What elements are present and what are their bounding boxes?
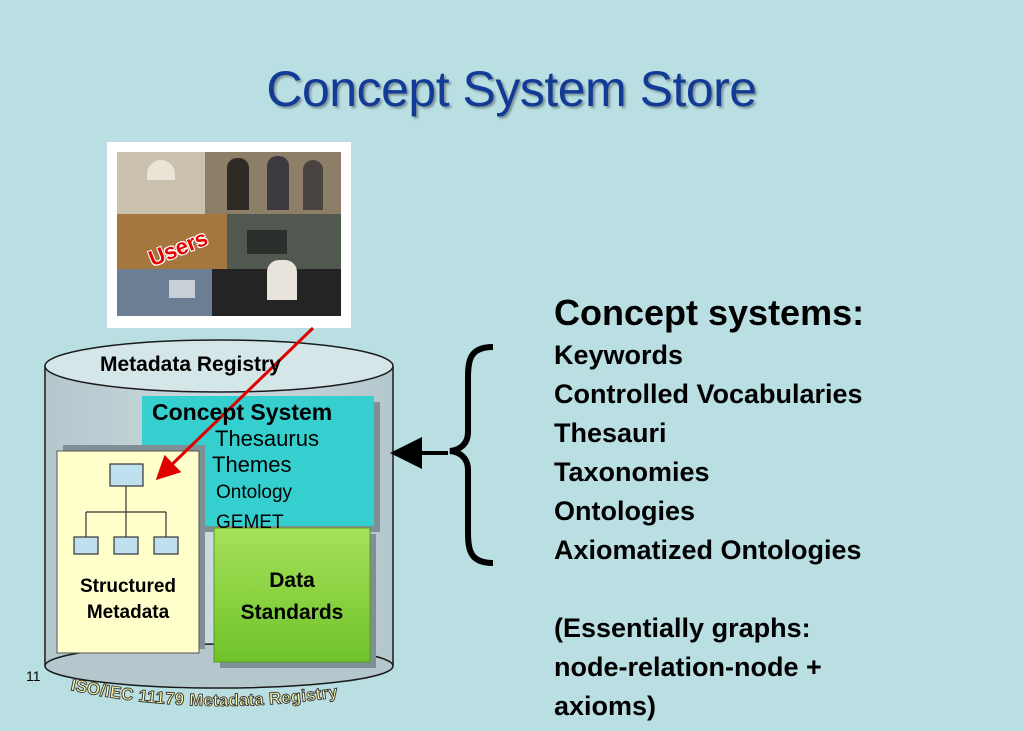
page-title: Concept System Store <box>266 61 757 117</box>
list-item: Axiomatized Ontologies <box>554 535 862 565</box>
concept-item-thesaurus: Thesaurus <box>215 426 319 451</box>
list-item: Controlled Vocabularies <box>554 379 863 409</box>
registry-name: Metadata Registry <box>100 353 281 376</box>
data-standards-label: Data Standards <box>240 569 344 624</box>
hierarchy-tree-icon <box>73 463 179 555</box>
list-item: Thesauri <box>554 418 667 448</box>
list-item: Ontologies <box>554 496 695 526</box>
list-item: Taxonomies <box>554 457 710 487</box>
graph-note: (Essentially graphs: node-relation-node … <box>554 613 822 721</box>
list-item: Keywords <box>554 340 684 370</box>
concept-item-themes: Themes <box>212 452 292 477</box>
concept-systems-list: Concept systems: Keywords Controlled Voc… <box>554 290 1014 726</box>
page-number: 11 <box>26 668 41 684</box>
users-photo <box>107 142 351 328</box>
brace-icon <box>449 344 494 566</box>
users-arrow <box>155 326 315 481</box>
computer-lab-image <box>117 269 212 316</box>
concept-item-ontology: Ontology <box>216 482 293 503</box>
concept-systems-heading: Concept systems: <box>554 292 865 333</box>
office-image <box>117 214 227 269</box>
concept-system-header: Concept System <box>152 399 333 425</box>
structured-metadata-label: Structured Metadata <box>79 576 177 623</box>
concept-item-gemet: GEMET <box>216 512 284 533</box>
data-standards-box <box>213 527 371 663</box>
